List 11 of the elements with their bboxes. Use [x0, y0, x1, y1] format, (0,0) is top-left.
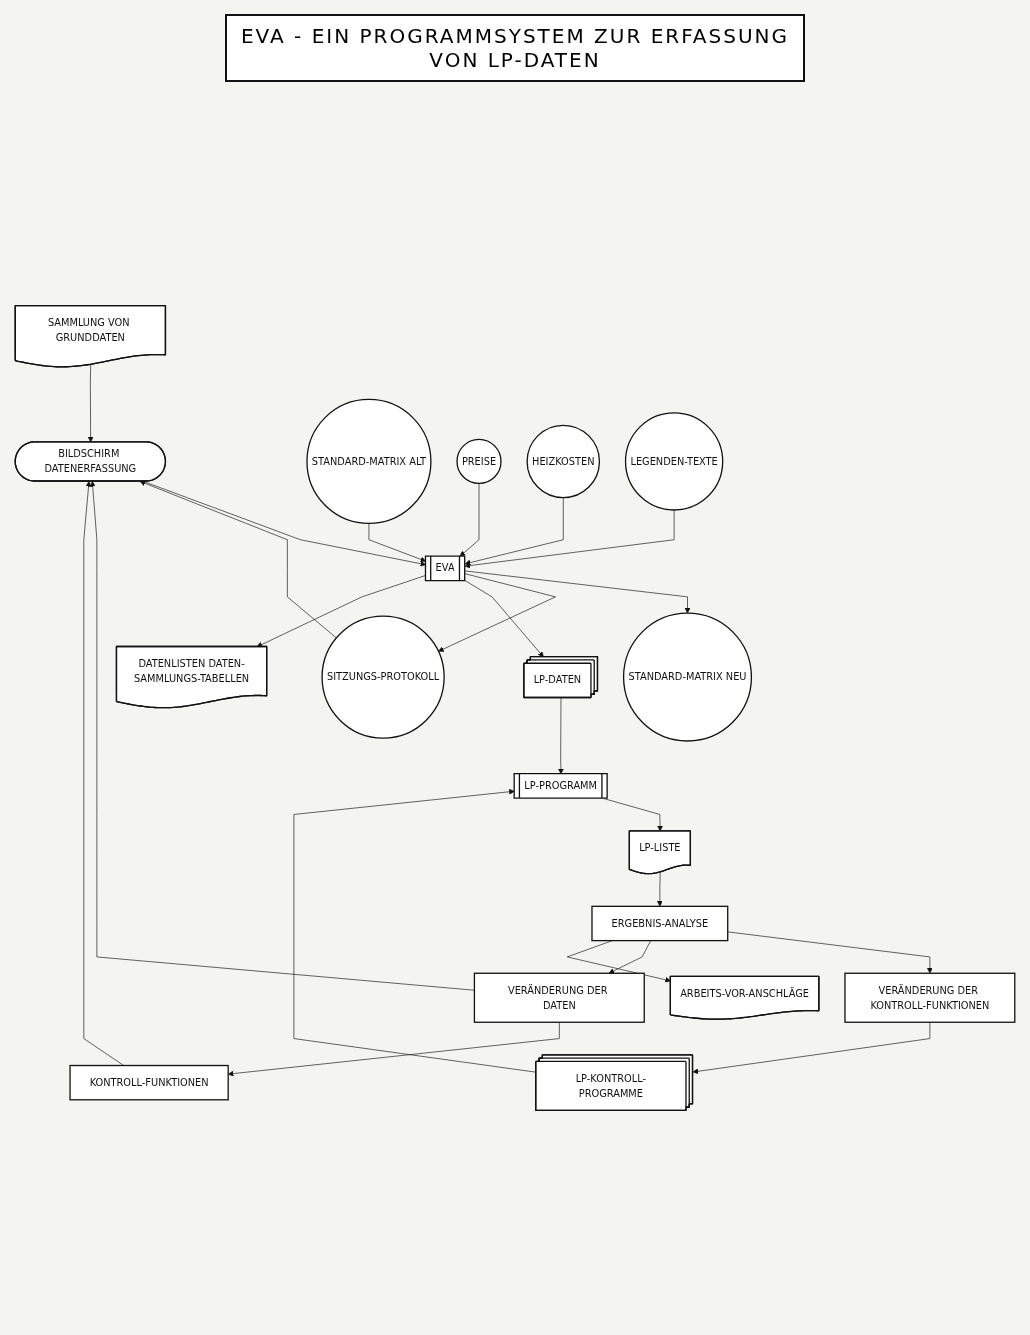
node-circle: PREISE — [456, 438, 502, 485]
node-box: VERÄNDERUNG DER KONTROLL-FUNKTIONEN — [844, 972, 1016, 1023]
node-circle: HEIZKOSTEN — [526, 424, 601, 499]
node-circle: STANDARD-MATRIX NEU — [622, 612, 753, 742]
node-box: KONTROLL-FUNKTIONEN — [69, 1064, 229, 1101]
node-circle: LEGENDEN-TEXTE — [624, 412, 724, 511]
node-box: ERGEBNIS-ANALYSE — [591, 905, 729, 942]
title-sign: EVA - EIN PROGRAMMSYSTEM ZUR ERFASSUNG VON LP-DATEN — [225, 14, 805, 82]
node-box: VERÄNDERUNG DER DATEN — [473, 972, 645, 1023]
node-circle: STANDARD-MATRIX ALT — [306, 398, 432, 525]
node-circle: SITZUNGS-PROTOKOLL — [321, 615, 445, 739]
